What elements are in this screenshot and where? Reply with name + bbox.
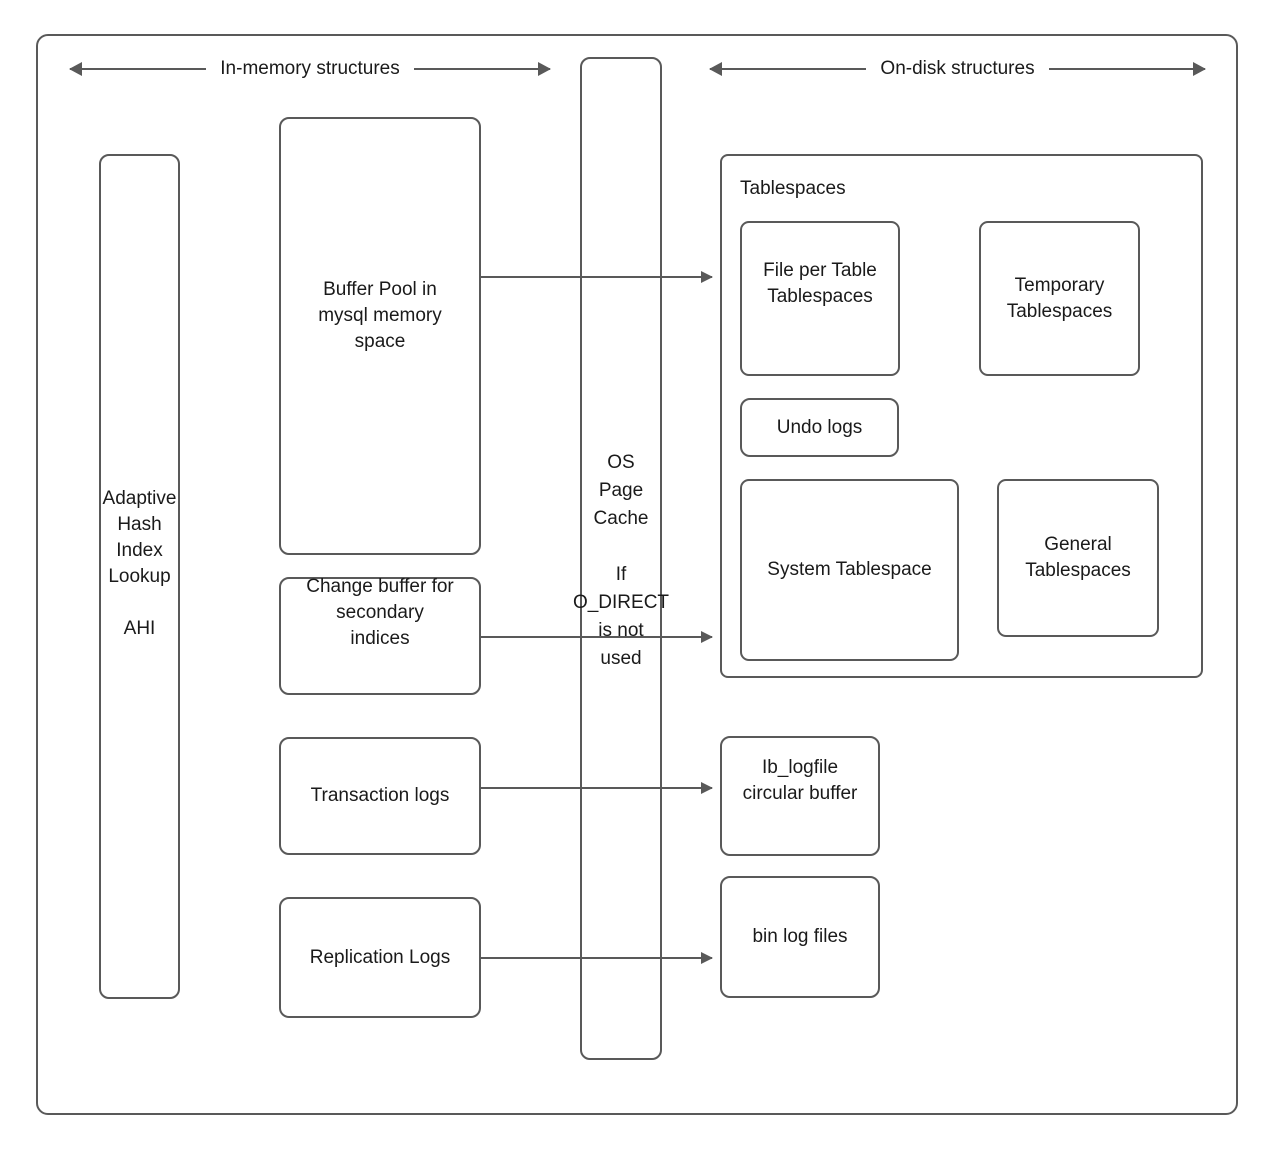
node-label-change-buffer: Change buffer for secondary indices <box>306 576 454 649</box>
band-label-on-disk: On-disk structures <box>880 58 1035 79</box>
node-label-os-page-cache: OS Page Cache If O_DIRECT is not used <box>572 452 670 669</box>
node-label-temporary-tablespaces: Temporary Tablespaces <box>1006 274 1113 322</box>
node-label-general-tablespaces: General Tablespaces <box>1025 534 1131 581</box>
connector-replication-logs-to-bin-log-files <box>481 957 712 959</box>
node-label-adaptive-hash-index: Adaptive Hash Index Lookup AHI <box>102 488 177 639</box>
node-buffer-pool[interactable]: Buffer Pool in mysql memory space <box>279 117 481 555</box>
arrow-right-on-disk <box>1048 68 1205 70</box>
node-temporary-tablespaces[interactable]: Temporary Tablespaces <box>979 221 1140 376</box>
node-label-undo-logs: Undo logs <box>776 416 863 438</box>
node-label-transaction-logs: Transaction logs <box>310 785 450 806</box>
node-replication-logs[interactable]: Replication Logs <box>279 897 481 1018</box>
node-undo-logs[interactable]: Undo logs <box>740 398 899 457</box>
arrow-right-in-memory <box>413 68 551 70</box>
arrow-left-in-memory <box>70 68 207 70</box>
node-label-bin-log-files: bin log files <box>752 926 848 947</box>
connector-buffer-pool-to-file-per-table <box>481 276 712 278</box>
node-general-tablespaces[interactable]: General Tablespaces <box>997 479 1159 637</box>
arrow-left-on-disk <box>710 68 867 70</box>
node-label-system-tablespace: System Tablespace <box>767 559 932 580</box>
band-label-in-memory: In-memory structures <box>220 58 400 79</box>
node-transaction-logs[interactable]: Transaction logs <box>279 737 481 855</box>
node-label-buffer-pool: Buffer Pool in mysql memory space <box>318 279 442 352</box>
node-label-replication-logs: Replication Logs <box>309 946 451 968</box>
node-change-buffer[interactable]: Change buffer for secondary indices <box>279 576 481 695</box>
node-label-file-per-table-tablespaces: File per Table Tablespaces <box>763 259 877 307</box>
node-os-page-cache[interactable]: OS Page Cache If O_DIRECT is not used <box>573 57 669 1060</box>
node-label-ib-logfile: Ib_logfile circular buffer <box>742 757 858 804</box>
node-file-per-table-tablespaces[interactable]: File per Table Tablespaces <box>740 221 900 376</box>
group-title-tablespaces: Tablespaces <box>740 178 846 199</box>
band-in-memory-structures: In-memory structures <box>70 58 551 80</box>
connector-transaction-logs-to-ib-logfile <box>481 787 712 789</box>
node-adaptive-hash-index[interactable]: Adaptive Hash Index Lookup AHI <box>99 154 180 999</box>
node-ib-logfile[interactable]: Ib_logfile circular buffer <box>720 736 880 856</box>
band-on-disk-structures: On-disk structures <box>710 58 1205 80</box>
node-bin-log-files[interactable]: bin log files <box>720 876 880 998</box>
node-system-tablespace[interactable]: System Tablespace <box>740 479 959 661</box>
connector-change-buffer-to-system-tablespace <box>481 636 712 638</box>
